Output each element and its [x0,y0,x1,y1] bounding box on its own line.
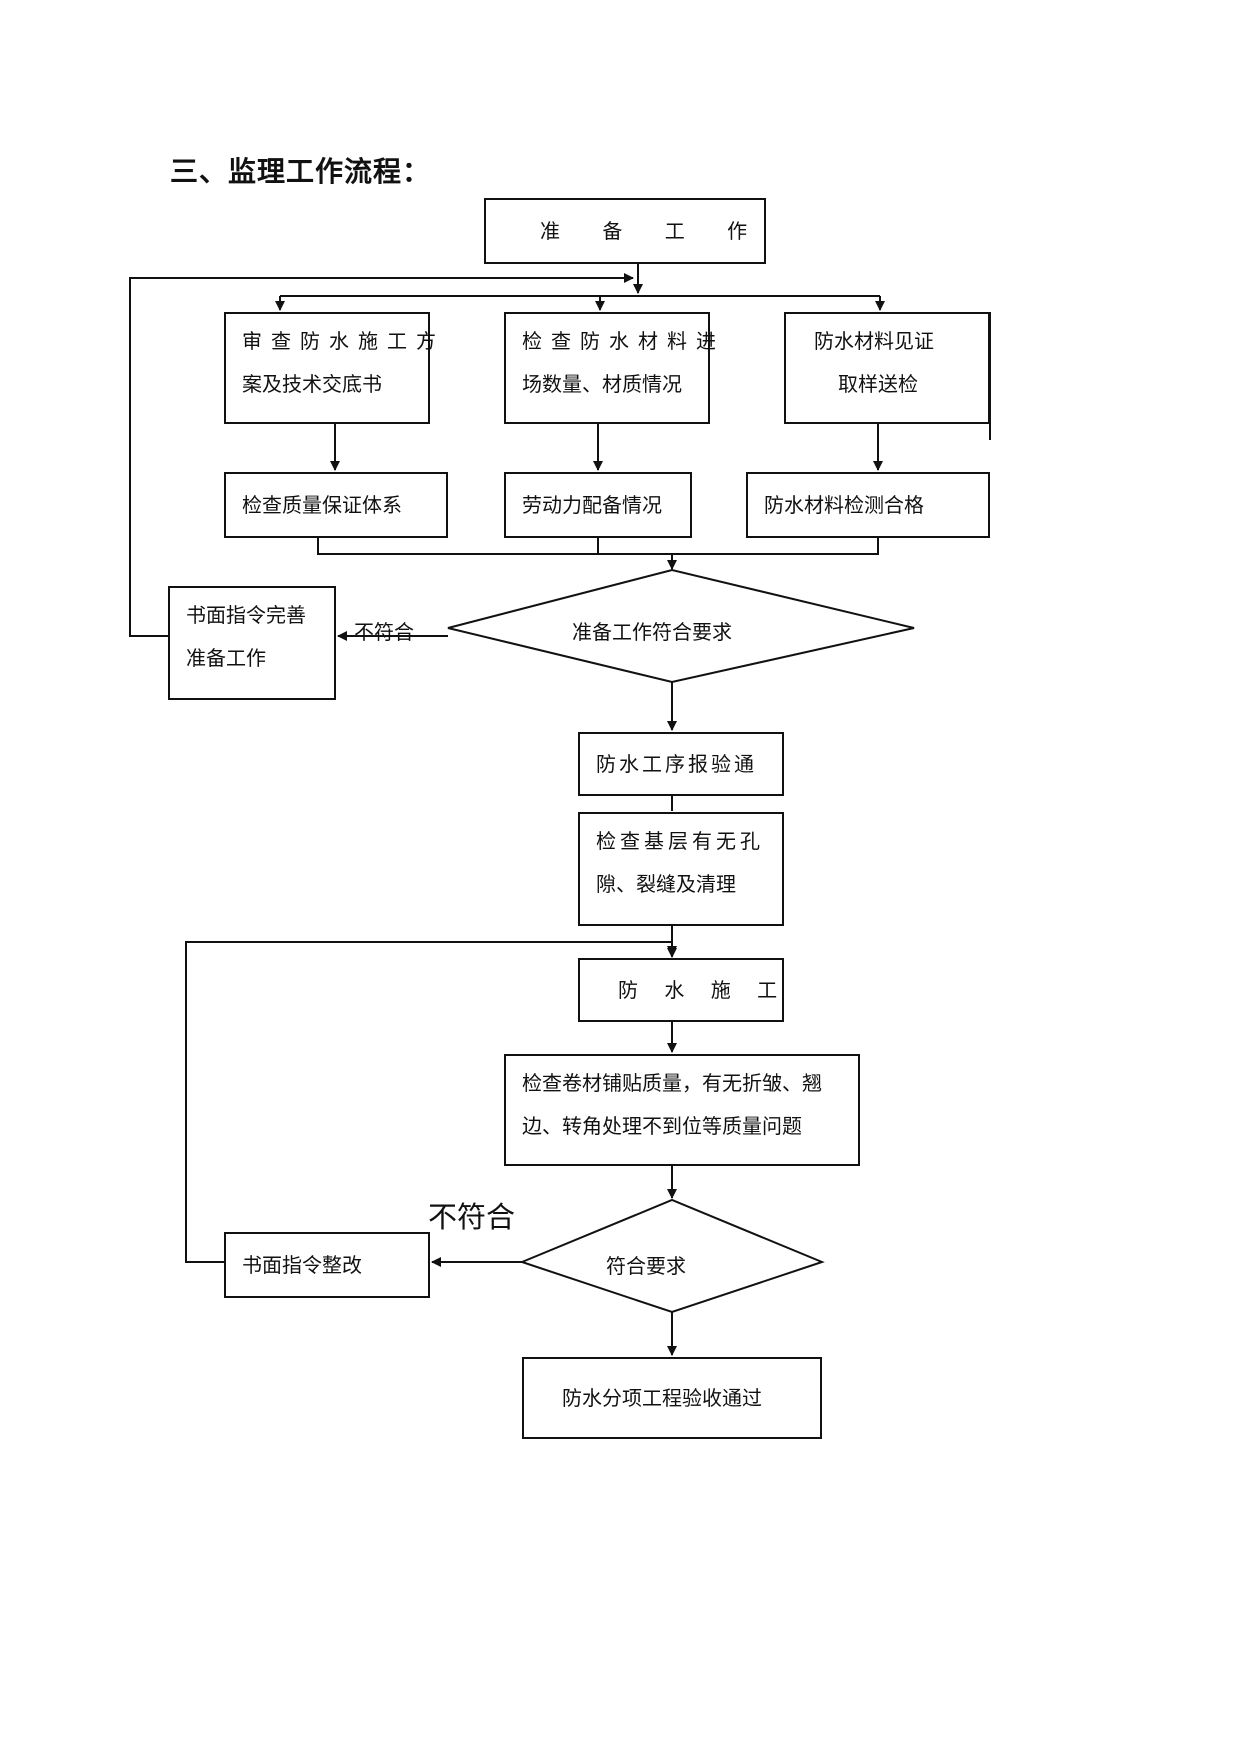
feedback-loop-fix [185,941,677,1263]
check-base-node: 检查基层有无孔 隙、裂缝及清理 [578,812,784,926]
check-membrane-node: 检查卷材铺贴质量，有无折皱、翘 边、转角处理不到位等质量问题 [504,1054,860,1166]
decision-diamond-quality [519,1198,825,1314]
final-acceptance-node: 防水分项工程验收通过 [522,1357,822,1439]
process-approval-node: 防水工序报验通 [578,732,784,796]
review-plan-node: 审查防水施工方 案及技术交底书 [224,312,436,424]
sampling-node: 防水材料见证 取样送检 [784,312,990,424]
check-material-node: 检查防水材料进 场数量、材质情况 [504,312,716,424]
decision-diamond-prepare [447,568,915,684]
material-test-node: 防水材料检测合格 [746,472,990,538]
written-order-prepare-node: 书面指令完善 准备工作 [168,586,336,700]
decision-prepare-label: 准备工作符合要求 [572,620,732,644]
not-conform-label-1: 不符合 [354,620,414,644]
written-order-fix-node: 书面指令整改 [224,1232,430,1298]
not-conform-label-2: 不符合 [428,1200,516,1234]
prepare-node: 准 备 工 作 [484,198,766,264]
feedback-loop-prepare [129,273,634,637]
quality-system-node: 检查质量保证体系 [224,472,448,538]
construction-node: 防 水 施 工 [578,958,784,1022]
labor-node: 劳动力配备情况 [504,472,692,538]
decision-quality-label: 符合要求 [606,1254,686,1278]
page-heading: 三、监理工作流程： [170,155,432,188]
